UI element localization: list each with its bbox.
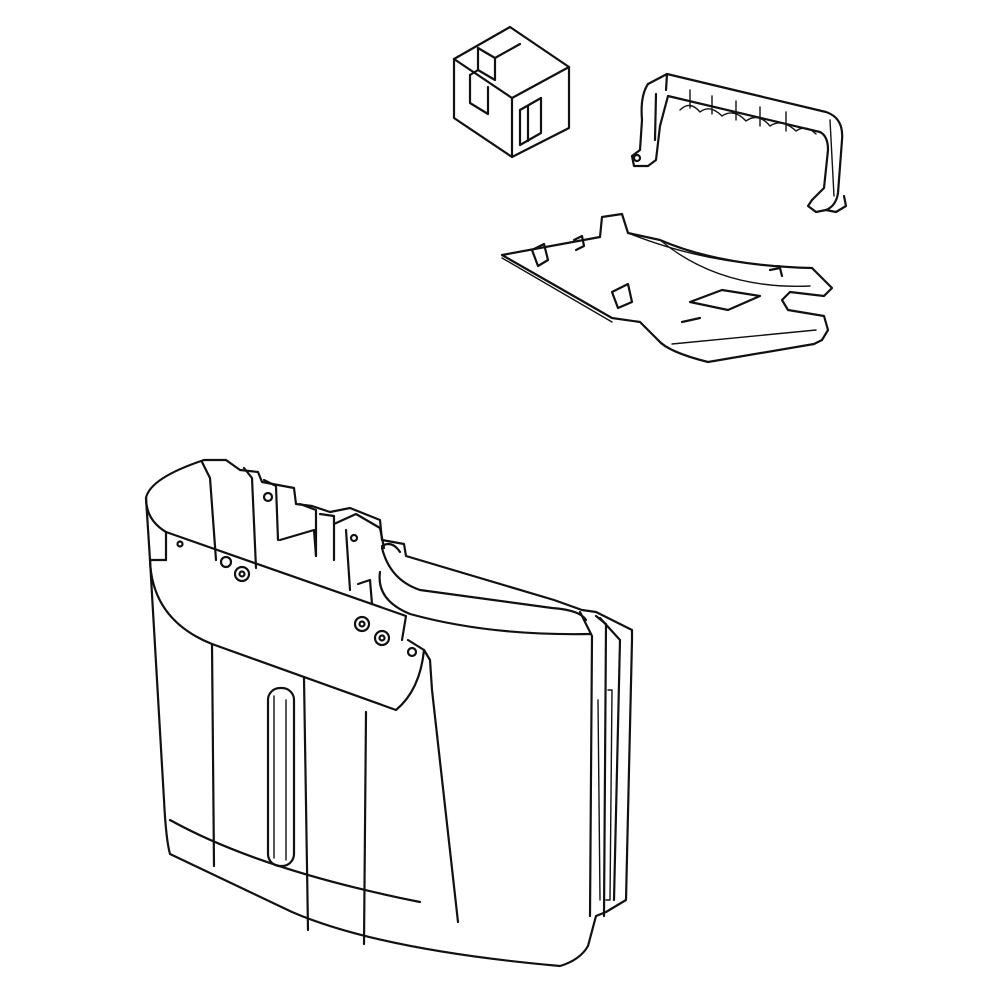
lid-plate-part [500,212,834,364]
bucket-part [144,458,634,968]
block-part [452,25,571,159]
handle-part [630,72,848,214]
